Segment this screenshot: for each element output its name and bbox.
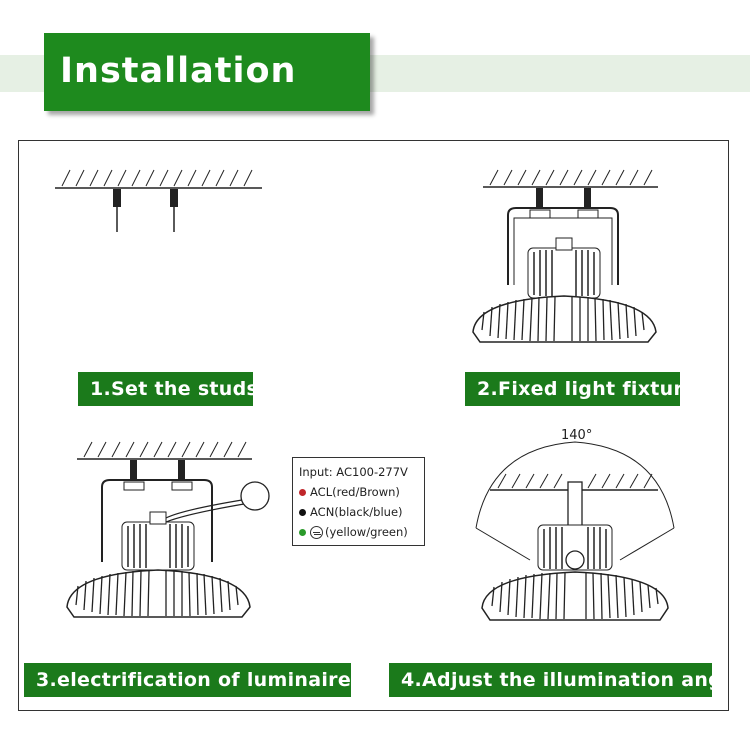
wire-acl: ACL(red/Brown) (299, 482, 424, 502)
wire-ground: (yellow/green) (299, 522, 424, 542)
wiring-illustration (66, 441, 270, 618)
red-dot-icon (299, 489, 306, 496)
step-3-label: 3.electrification of luminaires (24, 663, 362, 697)
step-2-label: 2.Fixed light fixture (465, 372, 696, 406)
installation-frame (18, 140, 729, 711)
wiring-legend: Input: AC100-277V ACL(red/Brown) ACN(bla… (292, 457, 425, 546)
black-dot-icon (299, 509, 306, 516)
input-voltage: Input: AC100-277V (299, 465, 408, 479)
title-banner: Installation (44, 33, 370, 111)
angle-illustration (475, 441, 675, 621)
page-title: Installation (60, 51, 297, 91)
green-dot-icon (299, 529, 306, 536)
step-1-label: 1.Set the studs (78, 372, 258, 406)
angle-label: 140° (561, 428, 593, 443)
wire-acn: ACN(black/blue) (299, 502, 424, 522)
fixed-fixture-illustration (472, 169, 658, 343)
ground-symbol-icon (310, 526, 323, 539)
studs-illustration (55, 169, 262, 232)
step-4-label: 4.Adjust the illumination angle (389, 663, 742, 697)
